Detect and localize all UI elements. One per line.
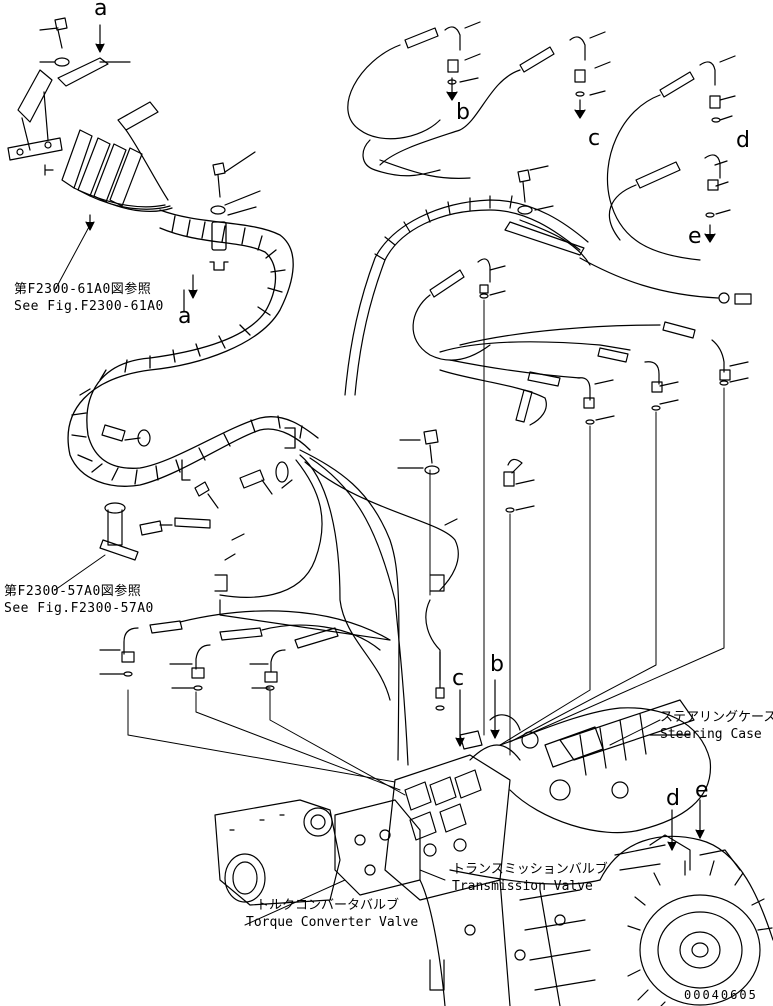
routing-lines [127,299,725,796]
fig-61a0-ref-en: See Fig.F2300-61A0 [14,299,164,314]
letter-e-top: e [688,224,702,249]
bolt-washer-upper [188,151,261,299]
upper-right-harness [344,139,752,396]
letter-c-low: c [452,666,465,691]
bolt-washer-centre-mid [397,429,440,475]
fig-57a0-ref-en: See Fig.F2300-57A0 [4,601,154,616]
bolt-washer-center [517,165,554,215]
tube-fittings-left [99,502,211,561]
top-hoses [347,21,736,261]
bracket-assembly [7,69,63,176]
steering-case [489,699,712,834]
letter-c-top: c [588,126,601,151]
connector-bundle [61,101,173,231]
transmission-case [419,869,601,1006]
fig-57a0-ref-jp: 第F2300-57A0図参照 [4,584,142,599]
letter-e-low: e [695,778,709,803]
letter-a-mid: a [178,304,192,329]
bolt-and-plate-a [39,17,131,87]
letter-d-low: d [666,786,680,811]
lower-harness [214,449,459,766]
steering-case-label-en: Steering Case [660,727,762,742]
torque-converter-housing [214,799,421,906]
gear-housing [599,834,773,1006]
lower-pointers [183,289,705,851]
steering-case-label-jp: ステアリングケース [660,710,773,725]
figure-number: 00040605 [684,988,758,1002]
torque-converter-valve-label-en: Torque Converter Valve [246,915,419,930]
label-leaders [54,224,661,926]
torque-converter-valve-label-jp: トルクコンバータバルブ [256,898,400,913]
letter-b-low: b [490,652,504,677]
letter-b-top: b [456,100,470,125]
letter-a-top: a [94,0,108,21]
bolts-left-middle [101,424,293,509]
lower-left-hoses [99,610,445,711]
transmission-valve-label-en: Transmission Valve [452,879,593,894]
middle-hoses [412,258,749,513]
letter-d-top: d [736,128,750,153]
transmission-valve-label-jp: トランスミッションバルブ [452,862,608,877]
wrapped-harness [67,209,319,487]
fig-61a0-ref-jp: 第F2300-61A0図参照 [14,282,152,297]
